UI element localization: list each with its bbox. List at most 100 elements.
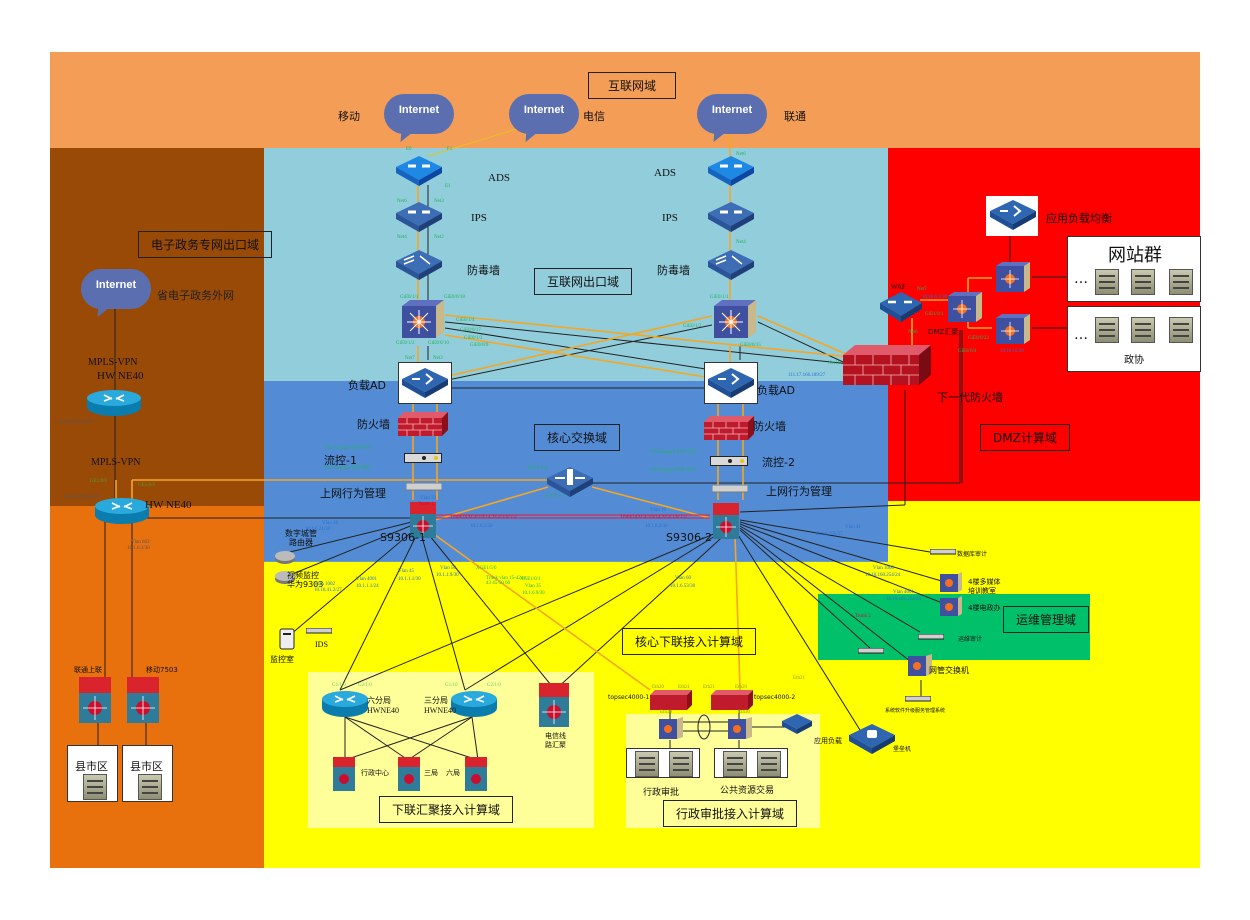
flow-control-2-label: 流控-2 [762, 456, 795, 469]
core-switch-1-label: S9306-1 [380, 531, 426, 544]
flow-control-1-icon [404, 453, 442, 463]
digital-router-label: 数字城管 路由器 [285, 529, 317, 547]
ips-label-left: IPS [471, 212, 487, 224]
ip-label: Vlan 50 [440, 566, 456, 571]
db-audit-device-icon [858, 648, 884, 654]
ops-audit-device-icon [918, 634, 944, 640]
floor4-media-label: 4楼多媒体 培训教室 [968, 578, 1001, 595]
port-label: FS2-Group2-INE-NET [650, 468, 697, 473]
trunk-label: Trunk 2 [855, 614, 871, 619]
ip-label: Vlan 60 [675, 576, 691, 581]
zone-egov-exit [50, 148, 264, 506]
topsec-2-label: topsec4000-2 [754, 694, 796, 701]
internet-cloud-egov: Internet [81, 269, 151, 317]
telecom-agg-switch-icon [539, 683, 569, 727]
port-label: FS1-Group1-EXT-NET [325, 446, 373, 451]
port-label: Eth21 [793, 676, 805, 681]
ips-device-right-icon [708, 202, 754, 232]
next-gen-firewall-label: 下一代防火墙 [937, 391, 1003, 404]
core-switch-1-icon [410, 502, 436, 538]
port-label: Net3 [434, 199, 444, 204]
ip-label: 10.1.6.1/30 [470, 524, 493, 529]
bureau3-switch-icon [398, 757, 420, 791]
topsec-2-firewall-icon [711, 690, 753, 710]
port-label: GiE0/1/3 [464, 336, 483, 341]
port-label: GiE0/0/15 [740, 343, 761, 348]
zhengxie-panel: … 政协 [1067, 306, 1201, 372]
switch-left-icon [402, 300, 444, 338]
audit-label: 数据库审计 [957, 551, 988, 558]
audit-device-icon [930, 549, 956, 555]
bureau6-label: 六局 [446, 769, 460, 777]
zone-internet-exit [264, 148, 888, 381]
telecom-agg-label: 电信线 路汇聚 [545, 732, 566, 749]
ip-label: Vlan 32 [420, 496, 436, 501]
port-label: GiE0/1/1 [710, 295, 729, 300]
zone-label-ops: 运维管理域 [1003, 606, 1090, 633]
web-group-label: 网站群 [1108, 245, 1162, 265]
port-label: XGE1/5/0 [476, 566, 497, 571]
ip-label: 10.18.16.30 [1000, 349, 1024, 354]
bureau3-label: 三局 [424, 769, 438, 777]
app-load-balancer-label: 应用负载均衡 [1046, 212, 1112, 225]
approval-server-panel [626, 748, 700, 778]
port-label: F1 [447, 147, 453, 152]
public-res-server-panel [714, 748, 788, 778]
ip-label: 10.1.6.21/30 [305, 527, 331, 532]
server-icon [723, 751, 747, 777]
server-icon [669, 751, 693, 777]
ip-label: 10.1.6.3/30 [127, 546, 150, 551]
ops-server-device-icon [905, 696, 931, 702]
net-mgmt-switch-icon [908, 654, 932, 676]
isp-label-unicom: 联通 [784, 110, 806, 123]
monitor-room-label: 监控室 [270, 655, 294, 664]
server-icon [138, 774, 162, 800]
core-switch-2-icon [713, 503, 739, 539]
port-label: G1/10 [445, 683, 458, 688]
dmz-aggregation-switch-icon [948, 292, 982, 322]
antivirus-label-right: 防毒墙 [657, 264, 690, 277]
core-link-switch-icon [547, 467, 593, 497]
zone-label-egov-exit: 电子政务专网出口域 [138, 231, 273, 258]
port-label: Net11 [828, 361, 841, 366]
county-panel-1: 县市区 [67, 745, 118, 802]
zone-label-internet-exit: 互联网出口域 [534, 268, 633, 295]
ne40-top-label: HW NE40 [97, 370, 144, 382]
trunk-label: Trunk 1 [418, 502, 434, 507]
isp-label-egov: 省电子政务外网 [157, 289, 234, 302]
ads-label-left: ADS [488, 172, 511, 184]
port-label: Net3 [433, 356, 443, 361]
approval-switch-1-icon [659, 717, 683, 739]
unicom-uplink-label: 联通上联 [74, 666, 102, 674]
port-label: Eth30 [660, 710, 672, 715]
county-panel-2: 县市区 [122, 745, 173, 802]
port-label: Net6 [736, 152, 746, 157]
port-label: Net2 [434, 235, 444, 240]
ips-label-right: IPS [662, 212, 678, 224]
web-group-ellipsis: … [1074, 271, 1088, 287]
server-icon [1131, 317, 1155, 343]
bastion-host-label: 堡垒机 [893, 746, 912, 753]
next-gen-firewall-icon [843, 345, 931, 385]
mpls-vpn-label-1: MPLS-VPN [88, 357, 138, 368]
ip-label: Vlan 38 [322, 521, 338, 526]
port-label: Eth30 [738, 710, 750, 715]
ip-label: Vlan 4001 [356, 577, 377, 582]
video-router-icon [275, 571, 295, 584]
ip-label: Vlan 4001 [893, 590, 914, 595]
port-label: GiE0/1/2 [396, 341, 415, 346]
port-label: FS2-Group2-EXT-NET [650, 450, 698, 455]
ip-label: Vlan 1000 [873, 566, 894, 571]
server-icon [1095, 269, 1119, 295]
core-switch-2-label: S9306-2 [666, 531, 712, 544]
ids-device-icon [306, 628, 332, 634]
flow-control-2-icon [710, 456, 748, 466]
bastion-host-icon [849, 724, 895, 754]
internet-cloud-mobile: Internet [384, 94, 454, 142]
county-label-2: 县市区 [130, 760, 163, 773]
port-label: SLOT 1-2 [527, 466, 548, 471]
app-load-icon [782, 714, 812, 734]
ads-label-right: ADS [654, 167, 677, 179]
trunk-label: Trunk 0(XGE1/0/14,XGE1/0/15) [620, 515, 687, 520]
